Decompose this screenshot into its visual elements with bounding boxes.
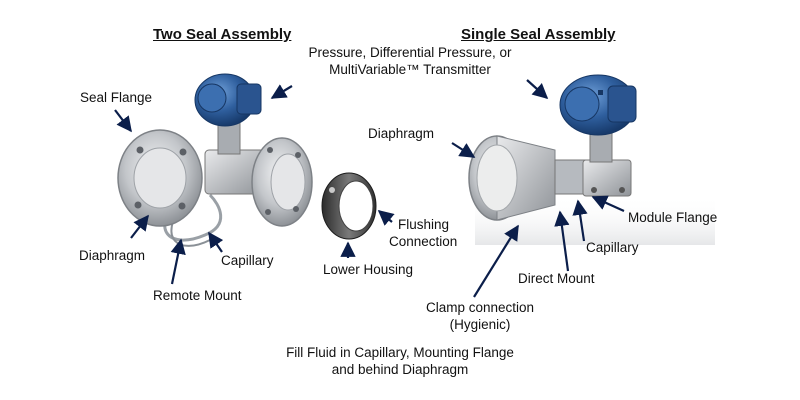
label-clamp-line1: Clamp connection — [425, 300, 535, 315]
arrow-transmitter-left — [270, 84, 293, 99]
label-module-flange: Module Flange — [628, 210, 718, 225]
arrow-direct-mount — [554, 210, 570, 272]
label-transmitter-line2: MultiVariable™ Transmitter — [329, 62, 491, 77]
heading-single-seal-assembly: Single Seal Assembly — [461, 26, 616, 43]
label-transmitter-line1: Pressure, Differential Pressure, or — [308, 45, 512, 60]
label-lower-housing: Lower Housing — [323, 262, 414, 277]
arrow-seal-flange — [114, 109, 132, 133]
callout-arrows — [114, 79, 625, 298]
arrow-capillary-right — [572, 199, 588, 242]
label-clamp-line2: (Hygienic) — [449, 317, 511, 332]
arrow-clamp — [473, 224, 519, 298]
label-capillary-right: Capillary — [586, 240, 639, 255]
label-remote-mount: Remote Mount — [153, 288, 242, 303]
arrow-capillary-left — [208, 231, 224, 253]
label-flushing-line2: Connection — [389, 234, 458, 249]
label-flushing-line1: Flushing — [398, 217, 450, 232]
arrow-flushing — [377, 210, 395, 226]
arrow-diaphragm-left — [130, 214, 149, 239]
single-seal-assembly-illustration — [468, 74, 715, 245]
label-direct-mount: Direct Mount — [518, 271, 595, 286]
two-seal-assembly-illustration — [117, 73, 313, 247]
lower-housing-ring-illustration — [321, 172, 377, 240]
arrow-remote-mount — [170, 238, 186, 285]
label-fill-fluid-line2: and behind Diaphragm — [331, 362, 469, 377]
arrow-module-flange — [591, 195, 625, 213]
arrow-transmitter-right — [526, 79, 549, 100]
label-seal-flange: Seal Flange — [80, 90, 153, 105]
arrow-diaphragm-right — [451, 142, 476, 158]
label-fill-fluid-line1: Fill Fluid in Capillary, Mounting Flange — [286, 345, 514, 360]
label-capillary-left: Capillary — [221, 253, 274, 268]
heading-two-seal-assembly: Two Seal Assembly — [153, 26, 292, 43]
label-diaphragm-left: Diaphragm — [79, 248, 146, 263]
label-diaphragm-right: Diaphragm — [368, 126, 435, 141]
